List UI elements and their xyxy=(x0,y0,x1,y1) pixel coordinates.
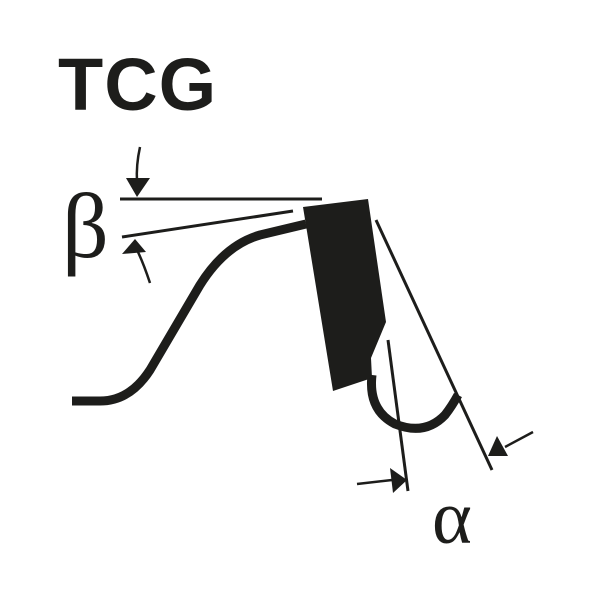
gullet-curve xyxy=(366,374,462,433)
alpha-right-arrow-shaft xyxy=(504,430,534,449)
alpha-tooth-face-line xyxy=(374,219,494,471)
beta-up-arrow-shaft xyxy=(135,249,152,284)
alpha-left-arrow-shaft xyxy=(356,478,393,486)
alpha-left-arrowhead xyxy=(390,468,407,493)
beta-down-arrow-shaft xyxy=(135,146,142,183)
alpha-radial-reference-line xyxy=(386,339,410,492)
beta-up-arrowhead xyxy=(122,239,146,254)
alpha-angle-label: α xyxy=(432,476,472,560)
tooth-type-title: TCG xyxy=(58,43,218,126)
carbide-tooth-tip xyxy=(303,199,386,391)
beta-angle-label: β xyxy=(62,175,109,277)
blade-body-outline xyxy=(72,219,308,406)
beta-down-arrowhead xyxy=(126,178,150,197)
alpha-right-arrowhead xyxy=(488,436,508,456)
beta-top-face-line xyxy=(121,209,294,239)
